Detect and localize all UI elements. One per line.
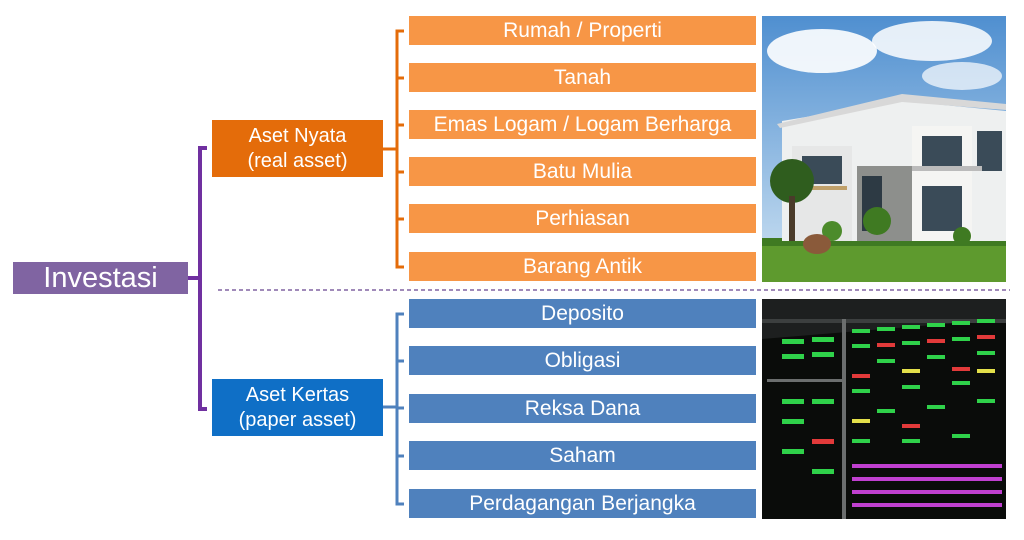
category-title: Aset Nyata xyxy=(248,124,347,147)
item-label: Perhiasan xyxy=(535,206,630,230)
item-paper: Perdagangan Berjangka xyxy=(409,489,756,518)
real-bracket xyxy=(395,29,404,269)
category-paper-asset: Aset Kertas (paper asset) xyxy=(212,379,383,436)
item-paper: Obligasi xyxy=(409,346,756,375)
item-label: Obligasi xyxy=(544,348,621,372)
item-paper: Deposito xyxy=(409,299,756,328)
item-label: Saham xyxy=(549,443,616,467)
category-subtitle: (real asset) xyxy=(247,149,348,172)
category-title: Aset Kertas xyxy=(245,383,350,406)
item-label: Emas Logam / Logam Berharga xyxy=(433,112,732,136)
item-paper: Saham xyxy=(409,441,756,470)
item-paper: Reksa Dana xyxy=(409,394,756,423)
item-real: Barang Antik xyxy=(409,252,756,281)
stock-board-photo xyxy=(762,299,1006,519)
item-real: Rumah / Properti xyxy=(409,16,756,45)
root-node: Investasi xyxy=(13,262,188,294)
root-label: Investasi xyxy=(43,261,158,294)
item-label: Batu Mulia xyxy=(532,159,633,183)
item-real: Tanah xyxy=(409,63,756,92)
item-real: Batu Mulia xyxy=(409,157,756,186)
item-label: Rumah / Properti xyxy=(503,18,662,42)
item-label: Perdagangan Berjangka xyxy=(469,491,696,515)
item-label: Deposito xyxy=(541,301,624,325)
item-label: Tanah xyxy=(553,65,612,89)
category-real-asset: Aset Nyata (real asset) xyxy=(212,120,383,177)
item-real: Emas Logam / Logam Berharga xyxy=(409,110,756,139)
item-real: Perhiasan xyxy=(409,204,756,233)
house-photo xyxy=(762,16,1006,282)
item-label: Reksa Dana xyxy=(524,396,641,420)
root-bracket xyxy=(198,146,207,411)
category-subtitle: (paper asset) xyxy=(238,408,357,431)
item-label: Barang Antik xyxy=(522,254,643,278)
